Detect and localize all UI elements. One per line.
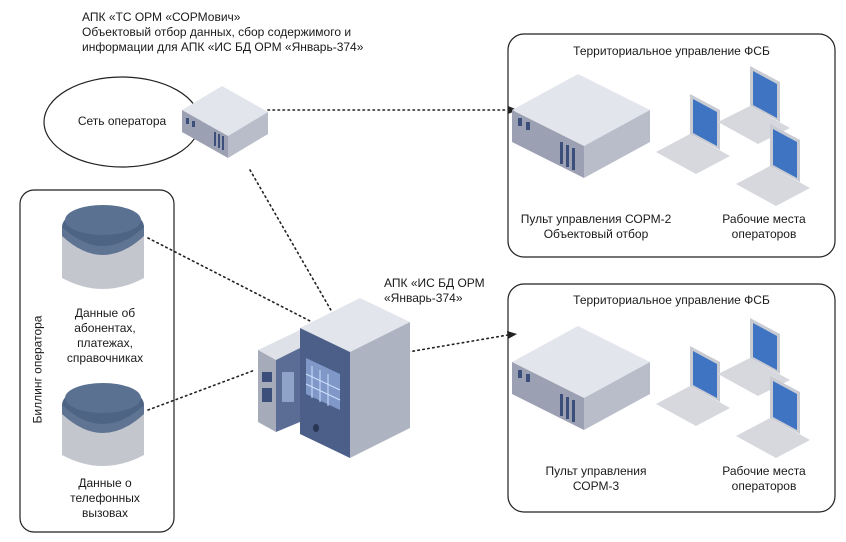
- sorm-node-line1: АПК «ТС ОРМ «СОРМович»: [82, 10, 241, 24]
- fsb-bottom-laptops-icon: [656, 318, 810, 458]
- billing-panel: [19, 189, 175, 533]
- connector-db2-to-main-server: [147, 369, 256, 411]
- database-icon-calls: [62, 383, 144, 466]
- db2-line1: Данные о: [78, 476, 132, 490]
- main-server-line2: «Январь-374»: [384, 291, 463, 305]
- fsb-bottom-ws-line1: Рабочие места: [722, 464, 806, 478]
- db-subscribers-label: Данные об абонентах, платежах, справочни…: [50, 306, 160, 366]
- operator-network-label: Сеть оператора: [77, 114, 167, 128]
- db1-line1: Данные об: [74, 306, 136, 320]
- db2-line2: телефонных: [70, 491, 140, 505]
- fsb-bottom-title: Территориальное управление ФСБ: [573, 293, 770, 307]
- fsb-top-ws-line1: Рабочие места: [722, 212, 806, 226]
- fsb-bottom-ws-line2: операторов: [731, 479, 797, 493]
- fsb-bottom-console-server-icon: [512, 326, 650, 430]
- fsb-top-console-label: Пульт управления СОРМ-2 Объектовый отбор: [506, 212, 686, 242]
- fsb-top-laptops-icon: [656, 66, 810, 206]
- fsb-top-console-line2: Объектовый отбор: [543, 227, 649, 241]
- fsb-top-console-server-icon: [512, 74, 650, 178]
- connector-main-server-to-fsb-bottom: [407, 334, 509, 353]
- fsb-bottom-panel: [507, 283, 836, 513]
- sorm-server-icon: [182, 86, 268, 158]
- billing-title: Биллинг оператора: [30, 315, 45, 424]
- connector-db1-to-main-server: [147, 237, 313, 323]
- fsb-bottom-console-line2: СОРМ-3: [572, 479, 620, 493]
- sorm-node-line2: Объектовый отбор данных, сбор содержимог…: [82, 25, 352, 39]
- fsb-top-workstations-label: Рабочие места операторов: [704, 212, 824, 242]
- fsb-bottom-console-line1: Пульт управления: [545, 464, 647, 478]
- arrow-to-fsb-bottom: [507, 331, 517, 339]
- database-icon-subscribers: [62, 205, 144, 289]
- db1-line2: абонентах,: [74, 321, 136, 335]
- sorm-node-line3: информации для АПК «ИС БД ОРМ «Январь-37…: [82, 40, 364, 54]
- fsb-bottom-console-label: Пульт управления СОРМ-3: [506, 464, 686, 494]
- connector-sorm-to-main-server: [249, 169, 333, 313]
- db1-line3: платежах,: [77, 336, 133, 350]
- main-server-cabinet-icon: [258, 298, 410, 458]
- fsb-bottom-workstations-label: Рабочие места операторов: [704, 464, 824, 494]
- db1-line4: справочниках: [66, 351, 144, 365]
- db2-line3: вызовах: [82, 506, 128, 520]
- fsb-top-console-line1: Пульт управления СОРМ-2: [520, 212, 672, 226]
- db-calls-label: Данные о телефонных вызовах: [50, 476, 160, 521]
- sorm-node-label: АПК «ТС ОРМ «СОРМович» Объектовый отбор …: [82, 10, 382, 55]
- main-server-line1: АПК «ИС БД ОРМ: [384, 276, 485, 290]
- fsb-top-ws-line2: операторов: [731, 227, 797, 241]
- fsb-top-panel: [507, 33, 836, 258]
- fsb-top-title: Территориальное управление ФСБ: [573, 44, 770, 58]
- main-server-label: АПК «ИС БД ОРМ «Январь-374»: [384, 276, 504, 306]
